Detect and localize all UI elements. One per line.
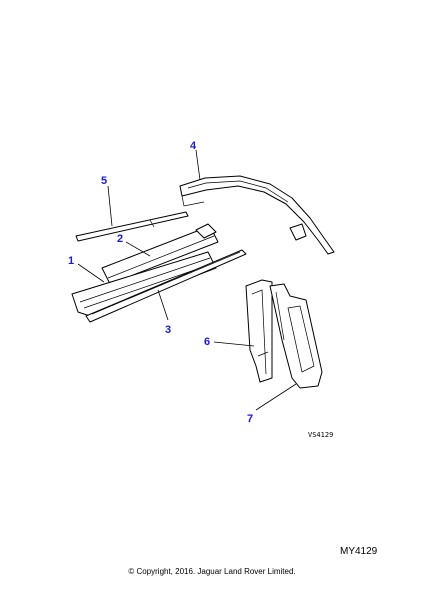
- callout-3: 3: [165, 324, 171, 336]
- leader-2: [125, 241, 151, 257]
- part-3-sill-finisher: [85, 249, 247, 323]
- part-5-moulding-strip: [75, 211, 189, 242]
- callout-4: 4: [190, 140, 197, 152]
- callout-2: 2: [117, 233, 123, 245]
- leader-1: [77, 263, 105, 283]
- part-6-b-post-trim: [245, 279, 273, 383]
- leader-5: [107, 185, 113, 227]
- leader-3: [157, 289, 169, 321]
- copyright-notice: © Copyright, 2016. Jaguar Land Rover Lim…: [128, 567, 296, 576]
- callout-1: 1: [68, 255, 74, 267]
- leader-4: [195, 149, 201, 181]
- reference-number: MY4129: [340, 546, 378, 557]
- part-7-c-post-trim: [269, 283, 323, 389]
- leader-6: [213, 341, 255, 347]
- callout-5: 5: [101, 175, 107, 187]
- leader-7: [255, 383, 297, 411]
- part-2-upper-sill: [101, 223, 219, 285]
- callout-6: 6: [204, 336, 210, 348]
- drawing-code: VS4129: [308, 431, 333, 439]
- callout-7: 7: [247, 413, 253, 425]
- part-4-roof-rail: [179, 175, 335, 255]
